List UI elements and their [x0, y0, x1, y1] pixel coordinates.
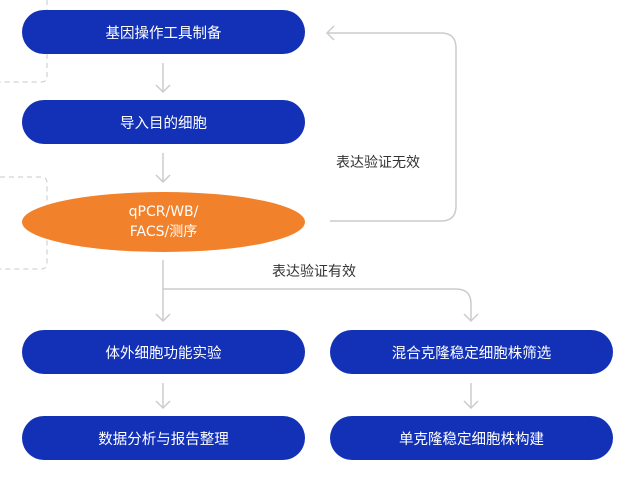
node-introduce-target-cells: 导入目的细胞	[22, 100, 305, 144]
arrow-step1-to-step2	[155, 63, 171, 94]
node-mixed-clone-screening: 混合克隆稳定细胞株筛选	[330, 330, 613, 374]
node-label: 体外细胞功能实验	[105, 345, 222, 362]
dashed-guide-top	[0, 0, 48, 83]
node-data-analysis-report: 数据分析与报告整理	[22, 416, 305, 460]
arrow-step2-to-validation	[155, 153, 171, 184]
node-label-line2: FACS/测序	[129, 224, 198, 240]
node-label-line1: qPCR/WB/	[128, 204, 199, 220]
node-label: 基因操作工具制备	[105, 25, 222, 42]
node-label: 混合克隆稳定细胞株筛选	[391, 345, 552, 362]
node-in-vitro-function-assay: 体外细胞功能实验	[22, 330, 305, 374]
node-label: 数据分析与报告整理	[98, 431, 229, 448]
node-monoclonal-line-construction: 单克隆稳定细胞株构建	[330, 416, 613, 460]
arrow-left-branch	[155, 383, 171, 410]
arrow-valid-right	[163, 288, 479, 323]
node-gene-tool-preparation: 基因操作工具制备	[22, 10, 305, 54]
node-validation-methods: qPCR/WB/ FACS/测序	[22, 192, 305, 252]
node-label: 导入目的细胞	[120, 115, 207, 132]
node-label: 单克隆稳定细胞株构建	[399, 431, 544, 448]
arrow-right-branch	[463, 383, 479, 410]
edge-label-valid: 表达验证有效	[272, 264, 356, 280]
arrow-feedback-invalid	[325, 25, 457, 222]
edge-label-invalid: 表达验证无效	[336, 155, 420, 171]
arrow-valid-left	[155, 260, 171, 323]
